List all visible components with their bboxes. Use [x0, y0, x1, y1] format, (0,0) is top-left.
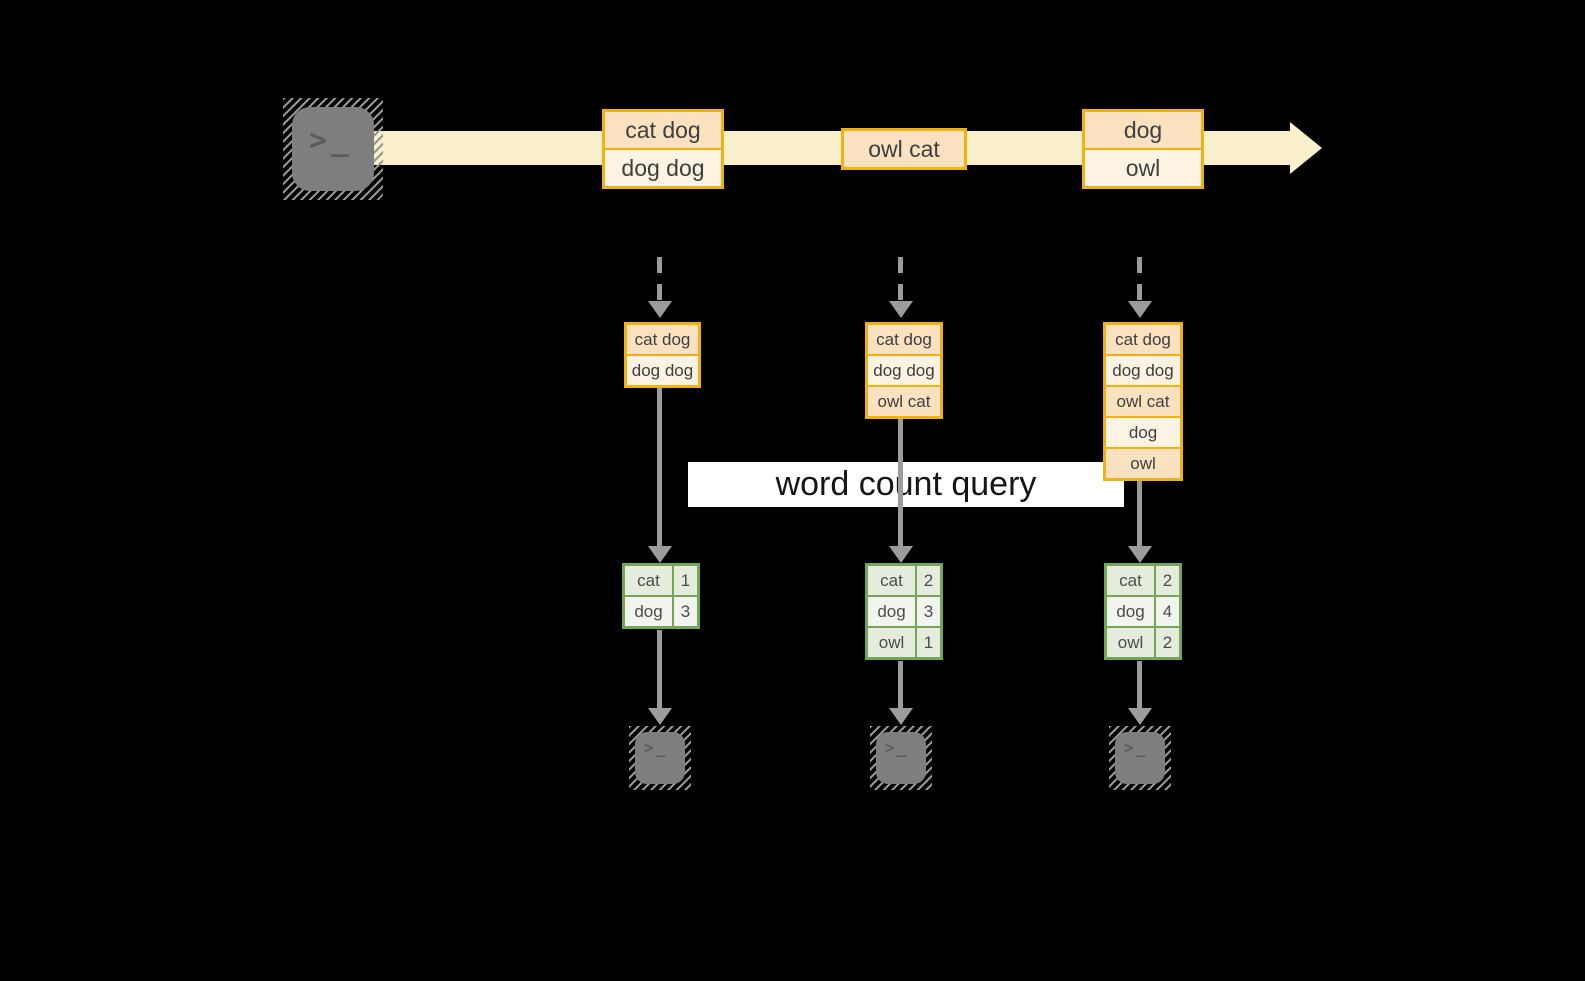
state-box-3: cat dog dog dog owl cat dog owl: [1103, 322, 1183, 481]
state-line: dog dog: [868, 356, 940, 385]
state-line: dog: [1106, 418, 1180, 447]
count-value: 3: [674, 597, 697, 626]
count-word: dog: [625, 597, 672, 626]
state-line: dog dog: [627, 356, 698, 385]
event-line: dog dog: [605, 150, 721, 186]
count-word: dog: [868, 597, 915, 626]
stream-timeline-arrowhead-icon: [1290, 122, 1322, 174]
count-word: dog: [1107, 597, 1154, 626]
dashed-arrow-line: [657, 257, 662, 301]
terminal-sink-icon: >_: [870, 726, 932, 790]
state-line: owl cat: [1106, 387, 1180, 416]
dashed-arrowhead-icon: [889, 301, 913, 318]
count-table-2: cat 2 dog 3 owl 1: [865, 563, 943, 660]
output-arrow-line: [1137, 661, 1142, 708]
count-value: 2: [917, 566, 940, 595]
count-word: cat: [625, 566, 672, 595]
output-arrowhead-icon: [648, 708, 672, 725]
query-label-text: word count query: [775, 465, 1037, 503]
terminal-icon-body: >_: [292, 107, 374, 191]
terminal-icon-body: >_: [635, 732, 685, 784]
count-value: 2: [1156, 628, 1179, 657]
count-value: 2: [1156, 566, 1179, 595]
dashed-arrow-line: [1137, 257, 1142, 301]
dashed-arrow-line: [898, 257, 903, 301]
dashed-arrowhead-icon: [1128, 301, 1152, 318]
terminal-icon-body: >_: [1115, 732, 1165, 784]
state-line: owl cat: [868, 387, 940, 416]
terminal-prompt-glyph: >_: [309, 123, 354, 158]
output-arrow-line: [898, 661, 903, 708]
terminal-source-icon: >_: [283, 98, 383, 200]
state-line: dog dog: [1106, 356, 1180, 385]
count-value: 4: [1156, 597, 1179, 626]
state-box-2: cat dog dog dog owl cat: [865, 322, 943, 419]
output-arrowhead-icon: [889, 708, 913, 725]
count-word: cat: [1107, 566, 1154, 595]
state-box-1: cat dog dog dog: [624, 322, 701, 388]
event-box-2: owl cat: [841, 128, 967, 170]
count-word: cat: [868, 566, 915, 595]
count-value: 1: [674, 566, 697, 595]
query-arrowhead-icon: [1128, 546, 1152, 563]
terminal-icon-body: >_: [876, 732, 926, 784]
event-line: owl: [1085, 150, 1201, 186]
count-value: 1: [917, 628, 940, 657]
event-line: dog: [1085, 112, 1201, 148]
query-arrowhead-icon: [648, 546, 672, 563]
event-line: cat dog: [605, 112, 721, 148]
count-word: owl: [868, 628, 915, 657]
dashed-arrowhead-icon: [648, 301, 672, 318]
terminal-prompt-glyph: >_: [644, 738, 668, 757]
query-arrowhead-icon: [889, 546, 913, 563]
state-line: cat dog: [1106, 325, 1180, 354]
query-arrow-line: [657, 388, 662, 546]
event-box-3: dog owl: [1082, 109, 1204, 189]
event-box-1: cat dog dog dog: [602, 109, 724, 189]
output-arrowhead-icon: [1128, 708, 1152, 725]
word-count-query-label: word count query: [688, 462, 1124, 507]
terminal-prompt-glyph: >_: [1124, 738, 1148, 757]
terminal-prompt-glyph: >_: [885, 738, 909, 757]
count-value: 3: [917, 597, 940, 626]
count-table-1: cat 1 dog 3: [622, 563, 700, 629]
output-arrow-line: [657, 630, 662, 708]
query-arrow-line: [1137, 481, 1142, 546]
terminal-sink-icon: >_: [1109, 726, 1171, 790]
count-table-3: cat 2 dog 4 owl 2: [1104, 563, 1182, 660]
event-line: owl cat: [844, 131, 964, 167]
state-line: owl: [1106, 449, 1180, 478]
query-arrow-line: [898, 419, 903, 546]
count-word: owl: [1107, 628, 1154, 657]
state-line: cat dog: [627, 325, 698, 354]
terminal-sink-icon: >_: [629, 726, 691, 790]
state-line: cat dog: [868, 325, 940, 354]
